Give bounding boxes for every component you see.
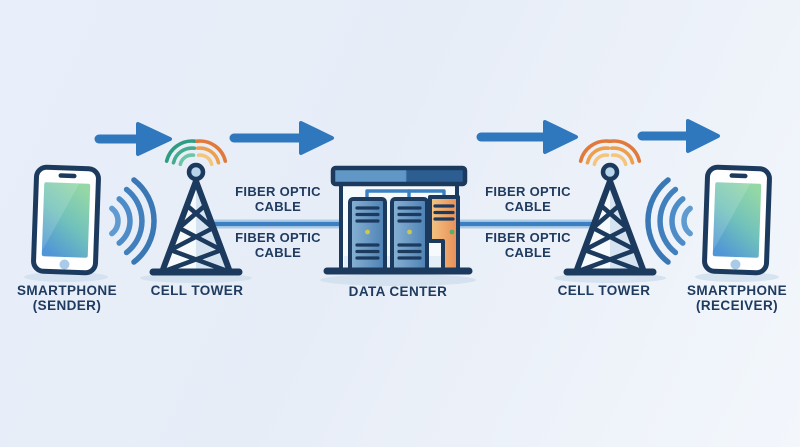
label-line: CABLE [254, 244, 302, 260]
server-unit-orange-icon [428, 195, 460, 273]
led-yellow [407, 229, 412, 235]
label-cell-tower-right: CELL TOWER [543, 283, 665, 298]
label-line: (RECEIVER) [695, 298, 778, 313]
flow-arrow-right-icon [229, 121, 334, 155]
flow-arrows [94, 119, 720, 156]
label-line: SMARTPHONE [686, 283, 787, 298]
label-data-center: DATA CENTER [336, 284, 460, 299]
label-line: CELL TOWER [150, 283, 244, 298]
radio-waves-sender-icon [112, 180, 154, 262]
label-cell-tower-left: CELL TOWER [136, 283, 258, 298]
label-line: FIBER OPTIC [485, 184, 571, 199]
label-line: CABLE [504, 198, 552, 214]
flow-arrow-right-icon [94, 122, 172, 156]
data-center-building-icon [323, 165, 473, 275]
label-fiber-right-below: FIBER OPTIC CABLE [476, 230, 580, 260]
label-smartphone-sender: SMARTPHONE (SENDER) [4, 283, 130, 313]
server-rack-icon [390, 197, 429, 273]
label-line: SMARTPHONE [16, 283, 117, 298]
label-line: CELL TOWER [557, 283, 651, 298]
label-line: CABLE [504, 244, 552, 260]
smartphone-receiver-icon [704, 167, 770, 273]
label-fiber-left-below: FIBER OPTIC CABLE [226, 230, 330, 260]
led-yellow [365, 229, 370, 235]
label-line: DATA CENTER [348, 284, 448, 299]
label-line: (SENDER) [32, 298, 102, 313]
label-fiber-left-above: FIBER OPTIC CABLE [226, 184, 330, 214]
ground-shadows [24, 272, 779, 286]
label-line: CABLE [254, 198, 302, 214]
led-green [449, 229, 455, 235]
label-line: FIBER OPTIC [235, 230, 321, 245]
label-line: FIBER OPTIC [235, 184, 321, 199]
radio-waves-receiver-icon [648, 180, 690, 262]
flow-arrow-right-icon [476, 120, 578, 154]
label-line: FIBER OPTIC [485, 230, 571, 245]
label-fiber-right-above: FIBER OPTIC CABLE [476, 184, 580, 214]
smartphone-sender-icon [33, 167, 99, 273]
building-roof [330, 165, 468, 187]
server-rack-icon [348, 197, 387, 273]
flow-arrow-right-icon [637, 119, 720, 153]
label-smartphone-receiver: SMARTPHONE (RECEIVER) [674, 283, 800, 313]
